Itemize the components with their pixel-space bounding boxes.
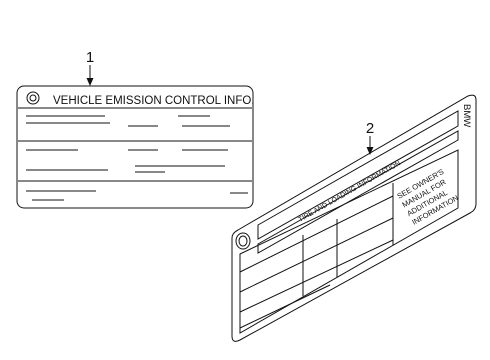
tire-label-table-row — [239, 284, 331, 329]
tire-label-grommet-inner — [238, 235, 248, 247]
emission-label-outline — [16, 85, 254, 209]
tire-label-outline — [231, 94, 477, 342]
emission-label-title: VEHICLE EMISSION CONTROL INFO. — [53, 95, 255, 107]
tire-label-secondary-band — [257, 130, 459, 254]
tire-label-grommet-outer — [235, 232, 251, 250]
tire-loading-label — [231, 94, 477, 342]
tire-label-header-text: TIRE AND LOADING INFORMATION — [298, 160, 402, 224]
callout-1-number: 1 — [86, 49, 94, 66]
callout-2: 2 — [366, 120, 374, 155]
tire-label-header-band — [257, 110, 459, 240]
tire-label-table-row — [239, 239, 394, 313]
callout-2-arrowhead — [366, 147, 374, 155]
tire-label-brand: BMW — [461, 104, 472, 127]
emission-control-label — [16, 85, 254, 209]
tire-label-body-frame — [239, 149, 459, 334]
tire-label-table-row — [239, 195, 394, 273]
callout-1-arrowhead — [86, 78, 94, 86]
emission-label-grommet-inner — [29, 94, 37, 102]
callout-1: 1 — [86, 49, 94, 86]
emission-label-grommet-outer — [26, 91, 40, 105]
callout-2-number: 2 — [366, 120, 374, 137]
tire-label-owner-note: SEE OWNER'S MANUAL FOR ADDITIONAL INFORM… — [396, 167, 460, 227]
tire-label-table-row — [239, 217, 394, 293]
